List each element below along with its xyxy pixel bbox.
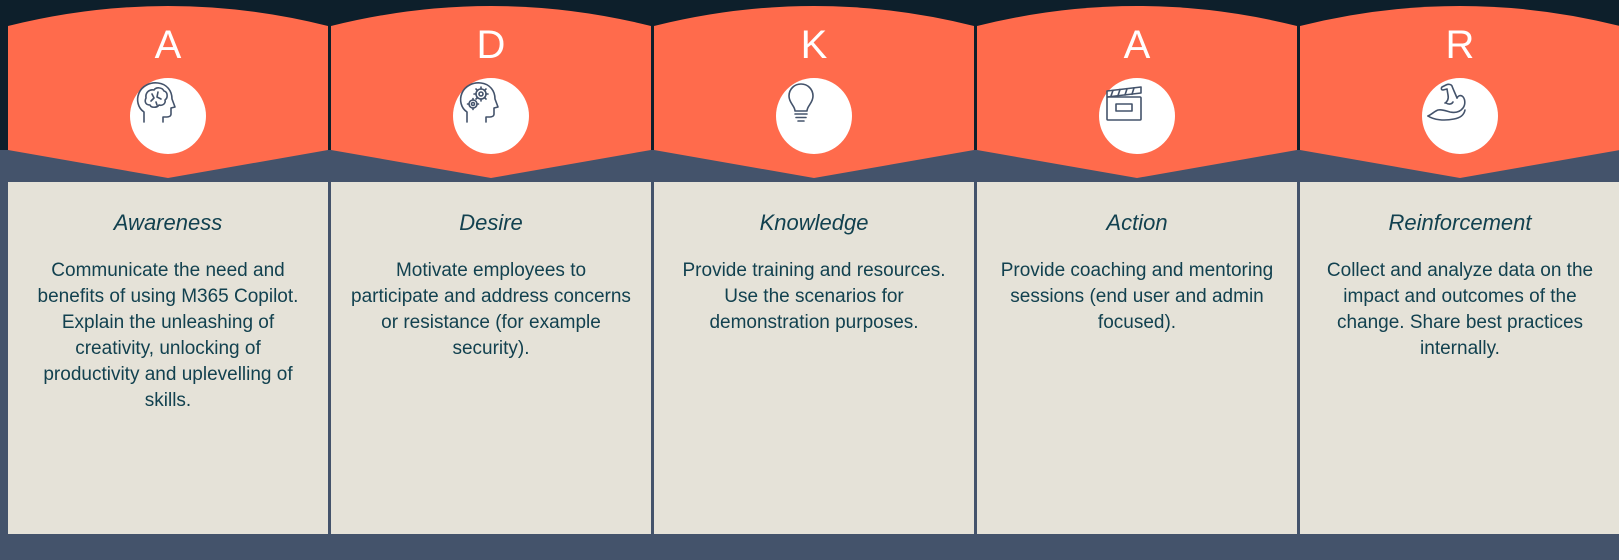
icon-badge — [1099, 78, 1175, 154]
icon-badge — [130, 78, 206, 154]
stage-title: Reinforcement — [1388, 210, 1532, 235]
stage-header: D — [331, 0, 651, 180]
stage-awareness: A Awareness Communicate the need and ben… — [8, 0, 328, 534]
icon-badge — [776, 78, 852, 154]
stage-header: K — [654, 0, 974, 180]
stage-action: A Action Provide coaching and mentoring … — [977, 0, 1297, 534]
stage-panel: Action Provide coaching and mentoring se… — [977, 182, 1297, 534]
stage-header: R — [1300, 0, 1619, 180]
adkar-columns: A Awareness Communicate the need and ben… — [8, 0, 1619, 534]
stage-header: A — [977, 0, 1297, 180]
stage-title: Awareness — [113, 210, 223, 235]
stage-description: Provide training and resources. Use the … — [682, 260, 946, 333]
stage-description: Provide coaching and mentoring sessions … — [1000, 260, 1274, 333]
stage-desire: D Desire Motivate employees to participa… — [331, 0, 651, 534]
lightbulb-icon — [788, 83, 814, 122]
stage-description: Communicate the need and benefits of usi… — [37, 260, 299, 411]
gears-head-icon — [459, 82, 499, 123]
clapperboard-icon — [1106, 86, 1142, 121]
stage-title: Action — [1106, 210, 1168, 235]
stage-description: Collect and analyze data on the impact a… — [1326, 260, 1594, 359]
stage-description: Motivate employees to participate and ad… — [351, 260, 631, 359]
stage-reinforcement: R Reinforcement Collect and analyze data… — [1300, 0, 1619, 534]
stage-title: Knowledge — [759, 210, 869, 235]
stage-panel: Knowledge Provide training and resources… — [654, 182, 974, 534]
stage-letter: A — [154, 23, 182, 67]
stage-title: Desire — [459, 210, 523, 235]
stage-panel: Desire Motivate employees to participate… — [331, 182, 651, 534]
stage-letter: K — [800, 23, 828, 67]
icon-badge — [1422, 78, 1498, 154]
stage-panel: Reinforcement Collect and analyze data o… — [1300, 182, 1619, 534]
icon-badge — [453, 78, 529, 154]
stage-letter: A — [1123, 23, 1151, 67]
stage-panel: Awareness Communicate the need and benef… — [8, 182, 328, 534]
brain-head-icon — [136, 82, 176, 123]
stage-header: A — [8, 0, 328, 180]
flexed-arm-icon — [1427, 83, 1466, 121]
stage-knowledge: K Knowledge Provide training and resourc… — [654, 0, 974, 534]
stage-letter: D — [476, 23, 506, 67]
stage-letter: R — [1445, 23, 1475, 67]
